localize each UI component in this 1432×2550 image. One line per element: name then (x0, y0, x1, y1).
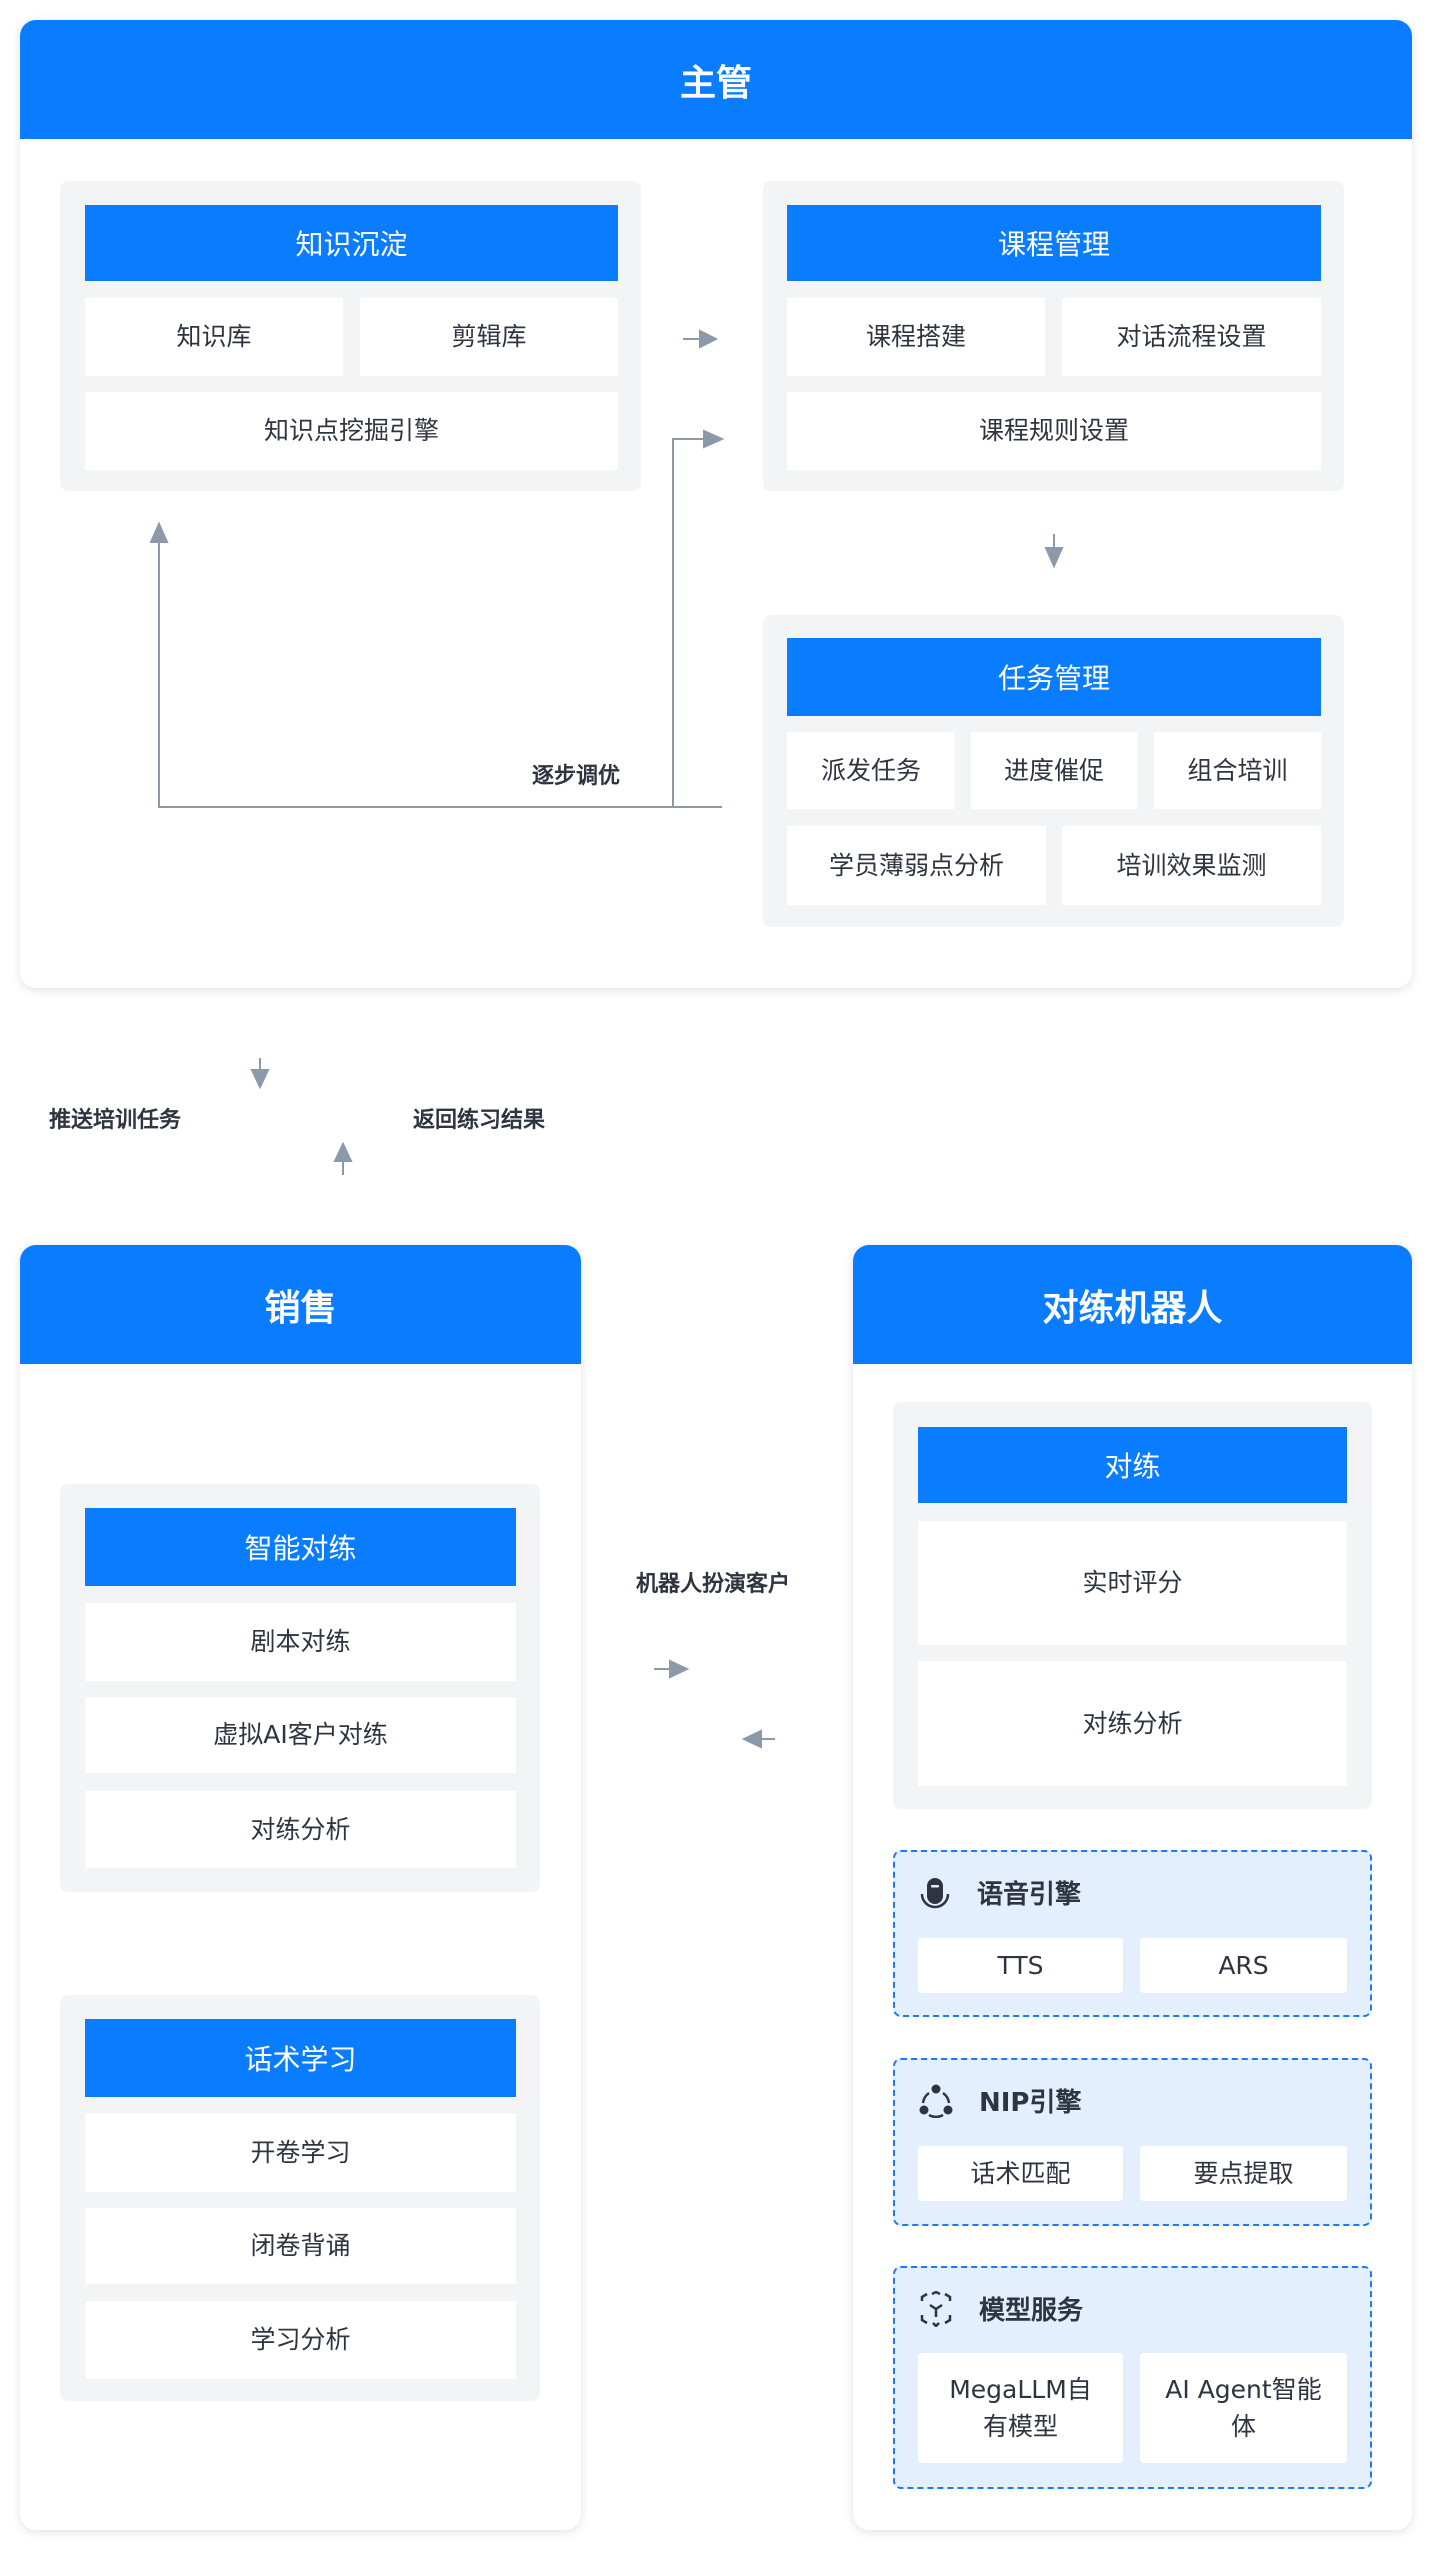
arrow-return-result (333, 1141, 353, 1175)
task-header: 任务管理 (787, 638, 1321, 716)
learning-analysis[interactable]: 学习分析 (85, 2301, 516, 2379)
practice-analysis[interactable]: 对练分析 (85, 1791, 516, 1868)
combined-training[interactable]: 组合培训 (1154, 732, 1321, 809)
script-learning-header: 话术学习 (85, 2019, 516, 2097)
arrow-push-training (250, 1058, 270, 1090)
network-nodes-icon (919, 2084, 953, 2118)
arrow-to-sales (741, 1729, 775, 1749)
clip-library[interactable]: 剪辑库 (360, 298, 618, 376)
closed-book-recitation[interactable]: 闭卷背诵 (85, 2208, 516, 2284)
keypoint-extraction[interactable]: 要点提取 (1140, 2146, 1347, 2201)
megallm-model[interactable]: MegaLLM自有模型 (918, 2353, 1123, 2463)
course-rule-settings[interactable]: 课程规则设置 (787, 392, 1321, 470)
model-cube-icon (920, 2290, 952, 2327)
robot-title: 对练机器人 (853, 1245, 1412, 1364)
robot-practice-analysis[interactable]: 对练分析 (918, 1661, 1347, 1786)
realtime-scoring[interactable]: 实时评分 (918, 1521, 1347, 1645)
practice-header: 对练 (918, 1427, 1347, 1503)
ars[interactable]: ARS (1140, 1938, 1347, 1993)
knowledge-mining-engine[interactable]: 知识点挖掘引擎 (85, 392, 618, 470)
tts[interactable]: TTS (918, 1938, 1123, 1993)
return-result-label: 返回练习结果 (413, 1108, 546, 1133)
script-matching[interactable]: 话术匹配 (918, 2146, 1123, 2201)
knowledge-header: 知识沉淀 (85, 205, 618, 281)
script-practice[interactable]: 剧本对练 (85, 1603, 516, 1681)
knowledge-base[interactable]: 知识库 (85, 298, 343, 376)
model-service-title: 模型服务 (979, 2296, 1084, 2326)
supervisor-title: 主管 (20, 20, 1412, 139)
virtual-ai-customer-practice[interactable]: 虚拟AI客户对练 (85, 1697, 516, 1773)
smart-practice-header: 智能对练 (85, 1508, 516, 1586)
push-training-label: 推送培训任务 (49, 1108, 182, 1133)
arrow-to-robot (654, 1659, 690, 1679)
dispatch-task[interactable]: 派发任务 (787, 732, 955, 809)
voice-engine-title: 语音引擎 (977, 1880, 1082, 1910)
sales-title: 销售 (20, 1245, 581, 1364)
progress-reminder[interactable]: 进度催促 (971, 732, 1137, 809)
ai-agent[interactable]: AI Agent智能体 (1140, 2353, 1347, 2463)
open-book-learning[interactable]: 开卷学习 (85, 2113, 516, 2192)
weakness-analysis[interactable]: 学员薄弱点分析 (787, 826, 1046, 905)
loop-label: 逐步调优 (532, 764, 621, 789)
nip-engine-title: NIP引擎 (979, 2088, 1082, 2118)
course-build[interactable]: 课程搭建 (787, 298, 1045, 376)
training-effect-monitor[interactable]: 培训效果监测 (1062, 826, 1321, 905)
course-header: 课程管理 (787, 205, 1321, 281)
robot-role-label: 机器人扮演客户 (636, 1572, 791, 1597)
microphone-icon (920, 1877, 950, 1908)
dialog-flow-settings[interactable]: 对话流程设置 (1062, 298, 1321, 376)
